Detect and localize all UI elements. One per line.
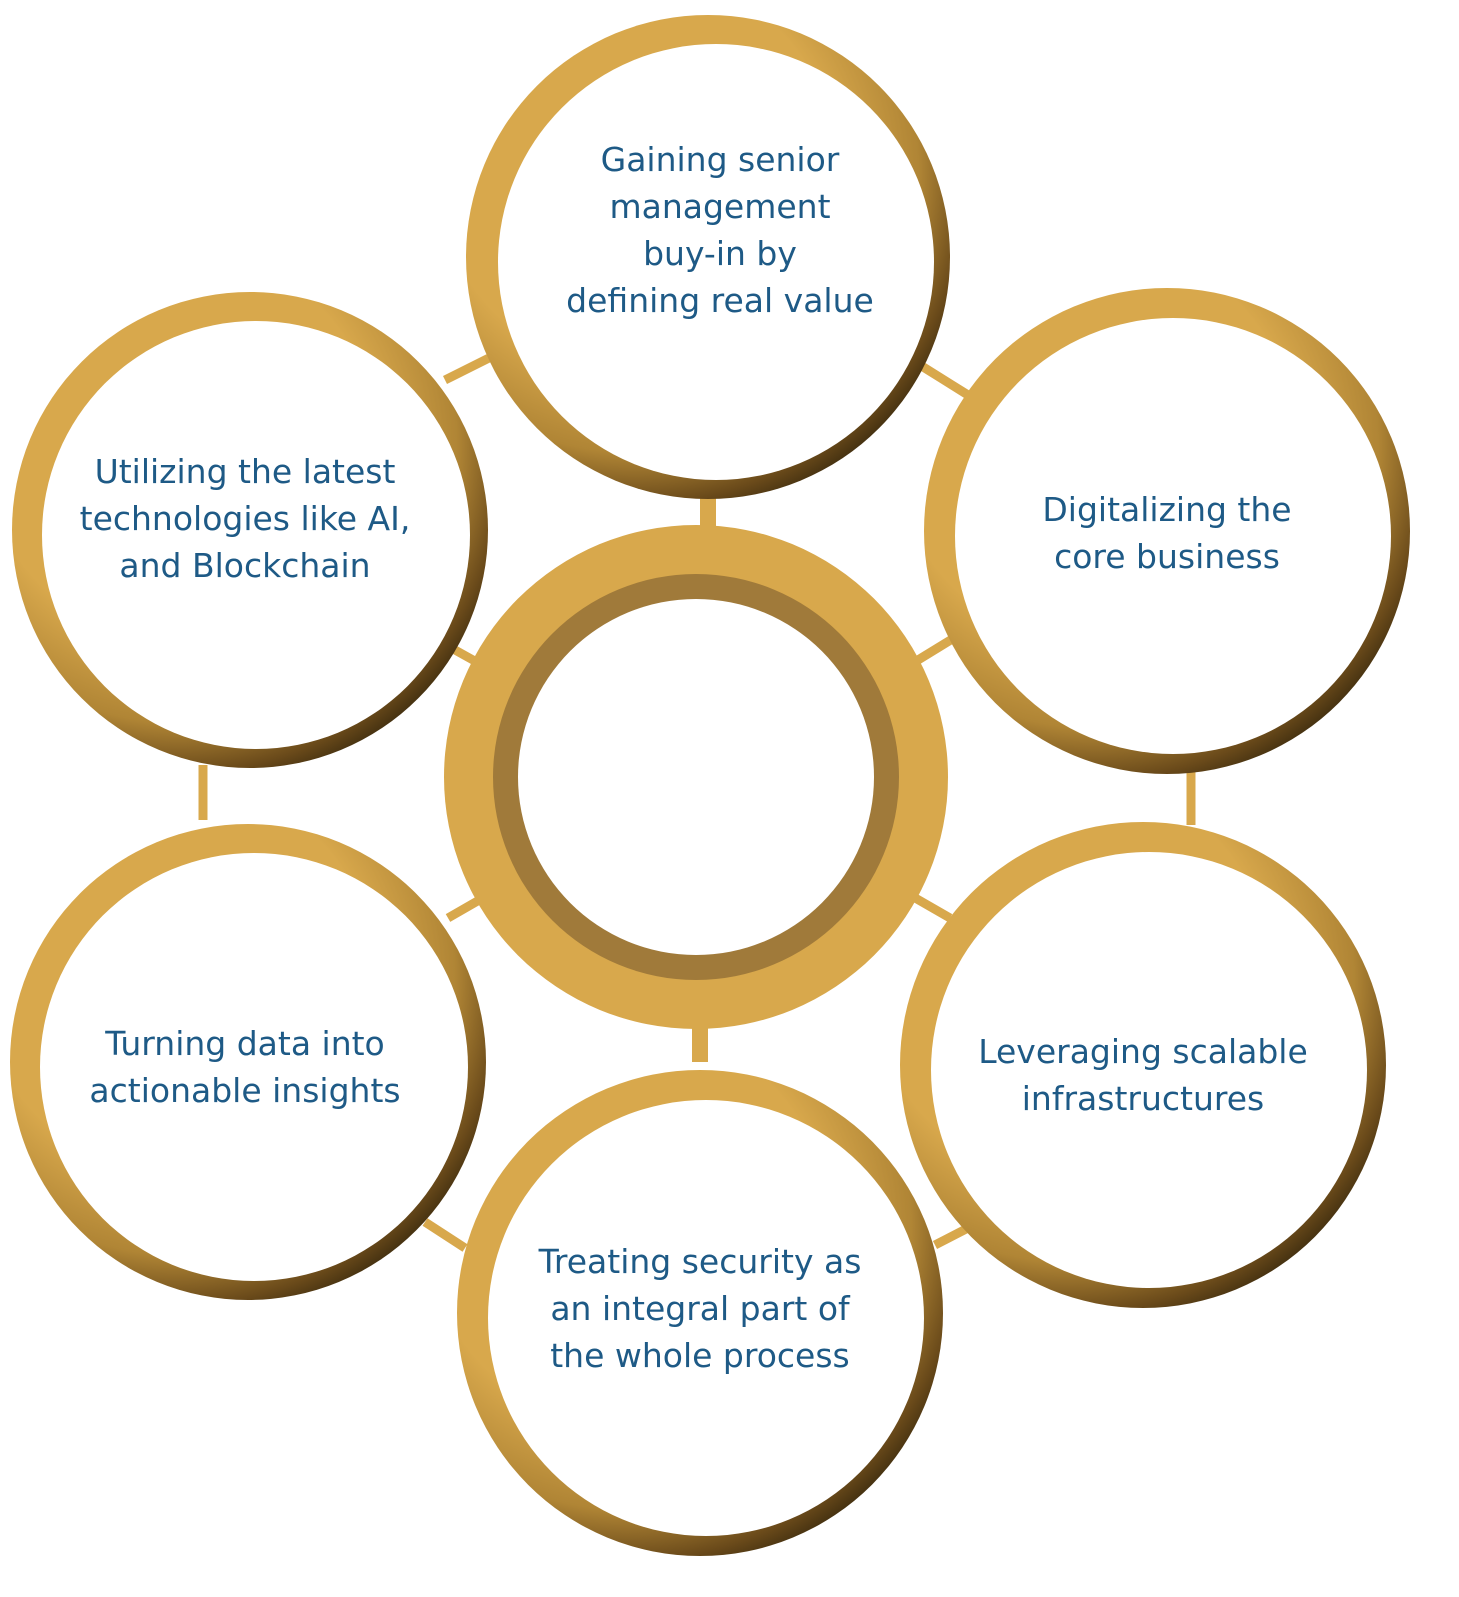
circle-upper-left [12, 292, 488, 768]
circle-lower-left [10, 824, 486, 1300]
outer-connectors [198, 350, 1196, 1252]
connector-upperleft-top [442, 350, 498, 385]
connector-lowerright-bottom [932, 1223, 971, 1250]
item-label-upper-right: Digitalizing the core business [1042, 490, 1292, 576]
item-label-lower-left: Turning data into actionable insights [89, 1024, 401, 1110]
circle-top [466, 15, 950, 499]
item-label-upper-left: Utilizing the latest technologies like A… [79, 451, 411, 585]
circle-bottom [457, 1070, 943, 1556]
circle-lower-right [900, 822, 1386, 1308]
item-label-bottom: Treating security as an integral part of… [538, 1241, 862, 1375]
item-label-lower-right: Leveraging scalable infrastructures [978, 1032, 1308, 1118]
item-label-top: Gaining senior management buy-in by defi… [566, 140, 874, 320]
spoke-lower-right [907, 891, 953, 922]
connector-top-upperright [917, 361, 971, 399]
connector-bottom-lowerleft [422, 1218, 468, 1252]
center-ring [444, 525, 948, 1029]
circle-upper-right [924, 288, 1410, 774]
